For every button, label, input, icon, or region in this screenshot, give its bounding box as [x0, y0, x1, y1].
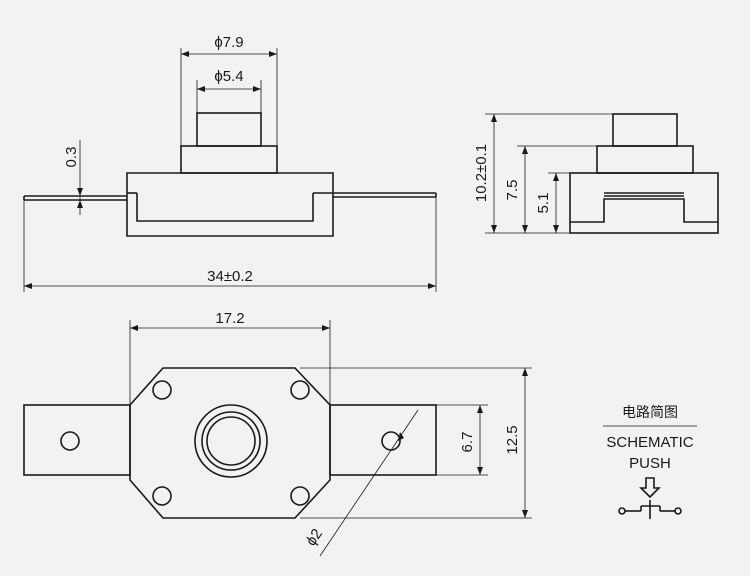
side-body-inner [570, 198, 718, 223]
schematic-subtitle: PUSH [629, 455, 671, 472]
mount-hole-tr [290, 380, 310, 400]
dim-shoulder-height: 7.5 [504, 180, 521, 201]
right-terminal [333, 192, 437, 198]
push-arrow-icon [639, 477, 661, 499]
dim-stem-diameter: ϕ5.4 [214, 68, 243, 85]
mount-hole-tl [152, 380, 172, 400]
front-body [126, 172, 334, 237]
dim-total-height: 10.2±0.1 [473, 144, 490, 202]
front-body-inner [136, 193, 314, 222]
dim-overall-length: 34±0.2 [207, 268, 253, 285]
schematic-title-cn: 电路简图 [622, 404, 678, 420]
schematic-legend: 电路简图 SCHEMATIC PUSH [603, 404, 697, 519]
side-view: 10.2±0.1 7.5 5.1 [473, 113, 719, 234]
right-tab [329, 404, 437, 476]
side-shoulder [596, 145, 694, 174]
dim-cap-diameter: ϕ7.9 [214, 34, 243, 51]
side-cap [612, 113, 678, 147]
dim-body-depth: 12.5 [504, 425, 521, 454]
front-cap [196, 112, 262, 147]
top-button-inner [206, 416, 256, 466]
front-shoulder [180, 145, 278, 174]
top-body [129, 367, 331, 519]
front-view: ϕ7.9 ϕ5.4 0.3 34±0.2 [23, 34, 437, 292]
dim-body-width: 17.2 [215, 310, 244, 327]
top-button-ring [201, 411, 261, 471]
left-tab-hole [60, 431, 80, 451]
top-button-outer [194, 404, 268, 478]
terminal-right-icon [674, 507, 682, 515]
left-tab [23, 404, 131, 476]
dim-base-height: 5.1 [535, 193, 552, 214]
mount-hole-br [290, 486, 310, 506]
top-view: 17.2 6.7 12.5 ϕ2 [23, 310, 532, 557]
side-body [569, 172, 719, 234]
schematic-title-en: SCHEMATIC [606, 434, 693, 451]
left-terminal [23, 195, 127, 201]
terminal-left-icon [618, 507, 626, 515]
dim-terminal-thickness: 0.3 [63, 147, 80, 168]
mount-hole-bl [152, 486, 172, 506]
dim-hole-diameter: ϕ2 [303, 526, 327, 549]
dim-pin-spacing: 6.7 [459, 432, 476, 453]
hole-leader [319, 409, 419, 557]
